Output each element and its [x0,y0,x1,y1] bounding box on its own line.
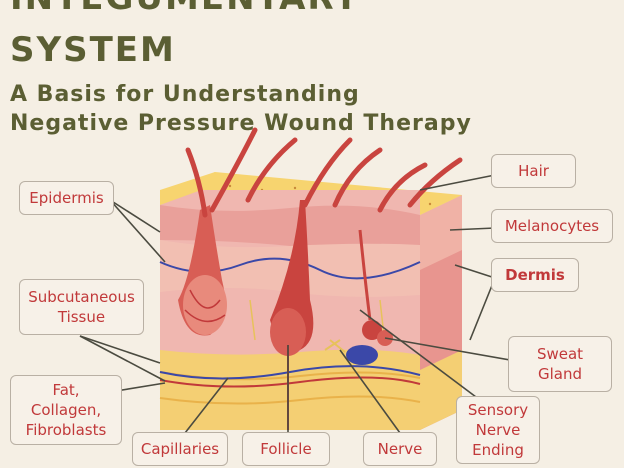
title-line-2: SYSTEM [10,30,176,70]
label-fat-text: Fat, Collagen, Fibroblasts [25,381,107,439]
label-epidermis-text: Epidermis [29,189,104,207]
label-melanocytes: Melanocytes [491,209,613,243]
hair-follicle-center [270,200,314,430]
label-hair: Hair [491,154,576,188]
label-subcutaneous-text: Subcutaneous Tissue [28,288,135,326]
label-follicle-text: Follicle [260,440,312,458]
hair-follicle-left [178,205,227,336]
skin-block-side [420,195,462,430]
nerve-ending [324,339,378,365]
label-nerve-text: Nerve [377,440,423,458]
label-hair-text: Hair [518,162,549,180]
label-nerve: Nerve [363,432,437,466]
label-melanocytes-text: Melanocytes [504,217,600,235]
label-dermis: Dermis [491,258,579,292]
label-sweat-text: Sweat Gland [536,345,584,383]
label-sensory-nerve-ending: Sensory Nerve Ending [456,396,540,464]
label-subcutaneous-tissue: Subcutaneous Tissue [19,279,144,335]
label-fat-collagen: Fat, Collagen, Fibroblasts [10,375,122,445]
subtitle-line-1: A Basis for Understanding [10,82,360,107]
label-dermis-text: Dermis [505,266,565,284]
leader-lines [79,174,511,434]
label-capillaries-text: Capillaries [140,440,220,458]
label-follicle: Follicle [242,432,330,466]
label-epidermis: Epidermis [19,181,114,215]
label-sweat-gland: Sweat Gland [508,336,612,392]
subtitle-line-2: Negative Pressure Wound Therapy [10,111,472,136]
hair-strands [185,127,463,218]
label-capillaries: Capillaries [132,432,228,466]
title-line-1: INTEGUMENTARY [10,0,360,18]
label-sensory-text: Sensory Nerve Ending [467,401,529,459]
